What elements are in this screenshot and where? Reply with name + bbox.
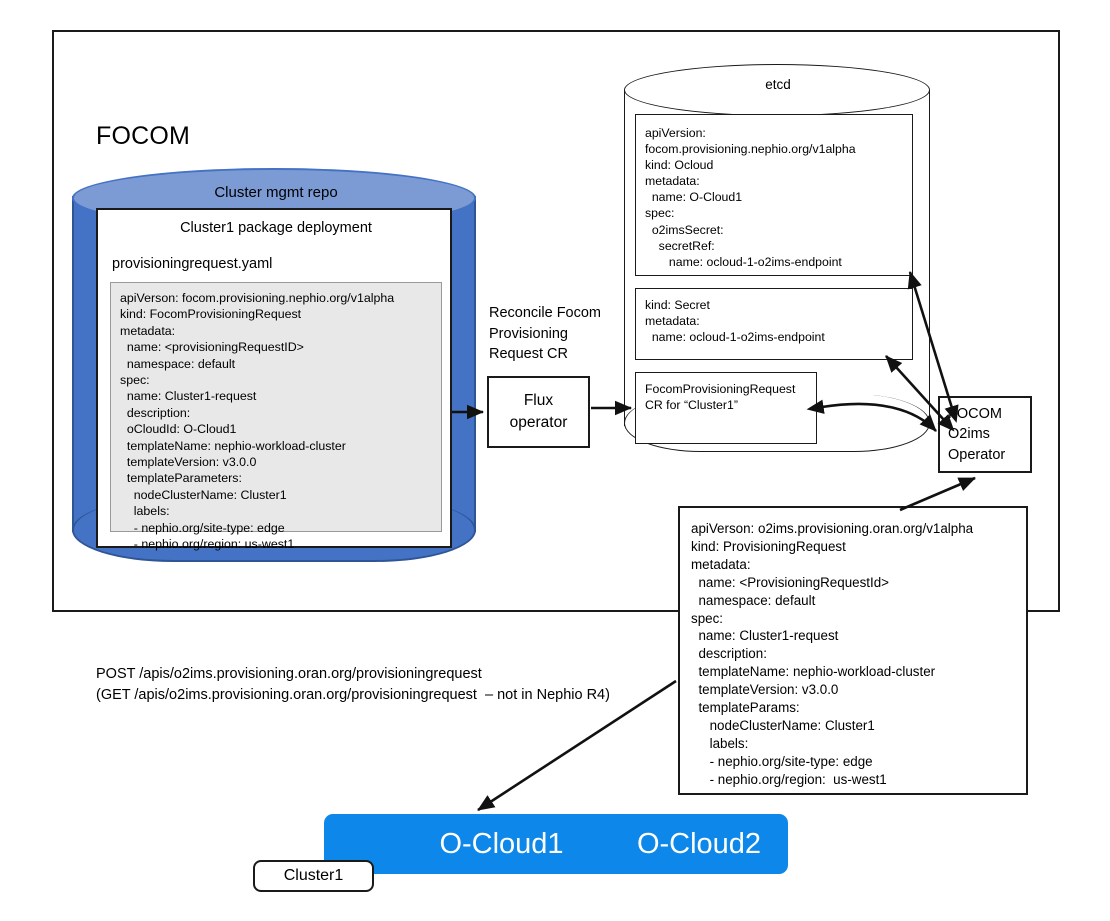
- provisioning-request-yaml-box: apiVerson: o2ims.provisioning.oran.org/v…: [678, 506, 1028, 795]
- focom-o2ims-operator-label: FOCOM O2ims Operator: [948, 405, 1006, 463]
- focom-boundary-frame: [52, 30, 1060, 612]
- cluster1-package-deployment-box: Cluster1 package deployment provisioning…: [96, 208, 452, 551]
- o-cloud1-label: O-Cloud1: [439, 827, 564, 860]
- provisioning-request-yaml-text: apiVerson: o2ims.provisioning.oran.org/v…: [691, 521, 974, 787]
- o-cloud2-label: O-Cloud2: [636, 827, 762, 860]
- flux-operator-label: Flux operator: [509, 392, 568, 431]
- focom-provisioning-request-cr-box: FocomProvisioningRequest CR for “Cluster…: [635, 372, 817, 444]
- ocloud-cr-box: apiVersion: focom.provisioning.nephio.or…: [635, 114, 913, 276]
- flux-operator-box: Flux operator: [487, 376, 590, 448]
- etcd-cylinder-top: etcd: [624, 64, 930, 116]
- secret-yaml-text: kind: Secret metadata: name: ocloud-1-o2…: [645, 298, 825, 345]
- repo-cylinder-label: Cluster mgmt repo: [214, 184, 338, 201]
- etcd-cylinder-label: etcd: [765, 77, 791, 92]
- focom-provisioning-request-yaml-text: apiVerson: focom.provisioning.nephio.org…: [120, 291, 395, 552]
- o-cloud2-box[interactable]: O-Cloud2: [610, 814, 788, 874]
- cluster1-badge[interactable]: Cluster1: [253, 860, 374, 892]
- page-title: FOCOM: [96, 122, 191, 150]
- secret-resource-box: kind: Secret metadata: name: ocloud-1-o2…: [635, 288, 913, 360]
- ocloud-cr-yaml-text: apiVersion: focom.provisioning.nephio.or…: [645, 126, 856, 269]
- cluster1-badge-label: Cluster1: [283, 867, 344, 884]
- api-calls-annotation: POST /apis/o2ims.provisioning.oran.org/p…: [96, 666, 610, 703]
- focom-provisioning-request-yaml-panel: apiVerson: focom.provisioning.nephio.org…: [110, 282, 442, 551]
- package-file-name: provisioningrequest.yaml: [112, 256, 273, 272]
- reconcile-annotation: Reconcile Focom Provisioning Request CR: [489, 305, 602, 362]
- focom-o2ims-operator-box: FOCOM O2ims Operator: [938, 396, 1032, 473]
- package-deployment-title: Cluster1 package deployment: [180, 220, 372, 236]
- focom-provisioning-request-cr-label: FocomProvisioningRequest CR for “Cluster…: [645, 382, 796, 413]
